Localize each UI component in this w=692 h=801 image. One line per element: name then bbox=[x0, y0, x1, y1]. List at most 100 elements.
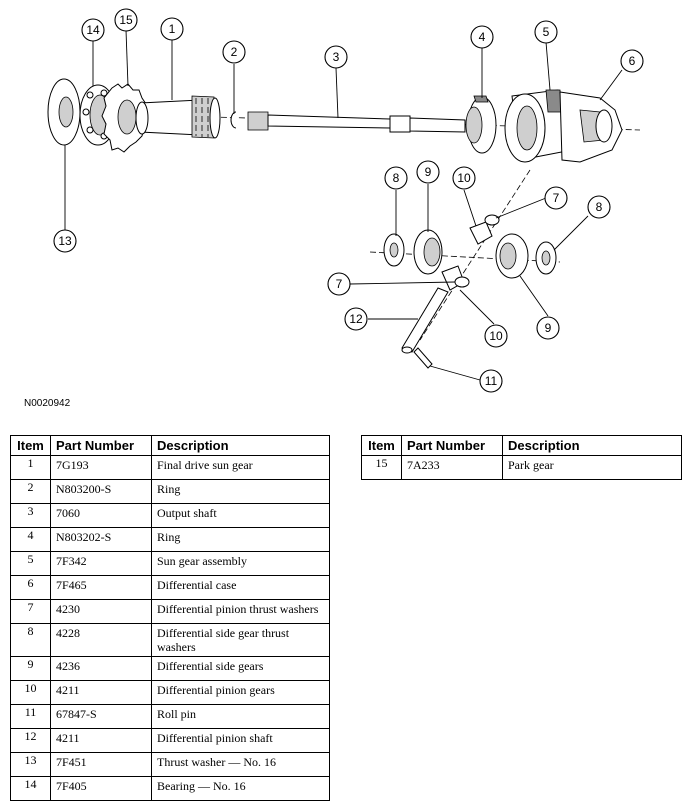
cell-part-number: 7F342 bbox=[50, 551, 152, 576]
cell-description: Ring bbox=[151, 527, 330, 552]
cell-part-number: 7F465 bbox=[50, 575, 152, 600]
header-part-number: Part Number bbox=[50, 435, 152, 456]
leader-7-upper bbox=[495, 197, 547, 219]
side-gear-left-part bbox=[413, 229, 443, 275]
header-item: Item bbox=[361, 435, 402, 456]
header-part-number: Part Number bbox=[401, 435, 503, 456]
output-shaft-part bbox=[247, 111, 466, 133]
callout-9-right: 9 bbox=[536, 316, 560, 340]
leader-10-lower bbox=[459, 289, 495, 325]
cell-item: 14 bbox=[10, 776, 51, 801]
callout-13: 13 bbox=[53, 229, 77, 253]
callout-3: 3 bbox=[324, 45, 348, 69]
callout-14: 14 bbox=[81, 18, 105, 42]
exploded-view-svg: 1 2 3 4 5 6 7 7 8 8 9 9 10 10 11 12 13 1… bbox=[47, 8, 644, 393]
callout-8-right: 8 bbox=[587, 195, 611, 219]
cell-part-number: 4230 bbox=[50, 599, 152, 624]
cell-item: 12 bbox=[10, 728, 51, 753]
table-header-row: Item Part Number Description bbox=[361, 435, 682, 456]
callout-1-label: 1 bbox=[169, 22, 176, 36]
callout-14-label: 14 bbox=[86, 23, 100, 37]
callout-10-lower: 10 bbox=[484, 324, 508, 348]
cell-part-number: 7F405 bbox=[50, 776, 152, 801]
pinion-thrust-washer-upper-part bbox=[484, 214, 500, 226]
cell-part-number: 7A233 bbox=[401, 455, 503, 480]
cell-description: Ring bbox=[151, 479, 330, 504]
leader-15 bbox=[125, 29, 129, 87]
cell-description: Thrust washer — No. 16 bbox=[151, 752, 330, 777]
cell-description: Differential side gears bbox=[151, 656, 330, 681]
callout-11-label: 11 bbox=[485, 374, 498, 388]
callout-2: 2 bbox=[222, 40, 246, 64]
callout-9-left-label: 9 bbox=[425, 165, 432, 179]
cell-item: 10 bbox=[10, 680, 51, 705]
leader-8-right bbox=[553, 215, 589, 251]
cell-item: 1 bbox=[10, 455, 51, 480]
cell-part-number: 7060 bbox=[50, 503, 152, 528]
pinion-thrust-washer-lower-part bbox=[454, 276, 470, 288]
callout-4: 4 bbox=[470, 25, 494, 49]
cell-part-number: 7F451 bbox=[50, 752, 152, 777]
leader-7-lower bbox=[349, 281, 456, 285]
callout-5: 5 bbox=[534, 20, 558, 44]
leader-11 bbox=[429, 365, 481, 381]
cell-description: Final drive sun gear bbox=[151, 455, 330, 480]
side-gear-thrust-washer-left-part bbox=[383, 233, 405, 267]
cell-description: Sun gear assembly bbox=[151, 551, 330, 576]
cell-description: Bearing — No. 16 bbox=[151, 776, 330, 801]
header-item: Item bbox=[10, 435, 51, 456]
cell-item: 13 bbox=[10, 752, 51, 777]
cell-item: 5 bbox=[10, 551, 51, 576]
callout-12-label: 12 bbox=[349, 312, 363, 326]
callout-3-label: 3 bbox=[333, 50, 340, 64]
callout-6-label: 6 bbox=[629, 54, 636, 68]
pinion-shaft-part bbox=[401, 287, 449, 354]
cell-description: Differential case bbox=[151, 575, 330, 600]
cell-description: Differential pinion thrust washers bbox=[151, 599, 330, 624]
cell-description: Differential pinion gears bbox=[151, 680, 330, 705]
table-header-row: Item Part Number Description bbox=[10, 435, 330, 456]
differential-case-part bbox=[559, 91, 623, 163]
cell-item: 6 bbox=[10, 575, 51, 600]
callout-7-lower-label: 7 bbox=[336, 277, 343, 291]
cell-description: Differential pinion shaft bbox=[151, 728, 330, 753]
exploded-view-diagram: 1 2 3 4 5 6 7 7 8 8 9 9 10 10 11 12 13 1… bbox=[0, 0, 692, 400]
callout-8-left: 8 bbox=[384, 166, 408, 190]
callout-10-upper-label: 10 bbox=[457, 171, 471, 185]
cell-item: 3 bbox=[10, 503, 51, 528]
cell-item: 15 bbox=[361, 455, 402, 480]
header-description: Description bbox=[151, 435, 330, 456]
callout-4-label: 4 bbox=[479, 30, 486, 44]
callout-13-label: 13 bbox=[58, 234, 72, 248]
cell-part-number: 4228 bbox=[50, 623, 152, 657]
leader-9-right bbox=[519, 275, 549, 317]
callout-11: 11 bbox=[479, 369, 503, 393]
park-gear-part bbox=[101, 83, 149, 153]
cell-part-number: N803202-S bbox=[50, 527, 152, 552]
cell-item: 8 bbox=[10, 623, 51, 657]
callout-12: 12 bbox=[344, 307, 368, 331]
callout-2-label: 2 bbox=[231, 45, 238, 59]
callout-6: 6 bbox=[620, 49, 644, 73]
callout-10-upper: 10 bbox=[452, 166, 476, 190]
callout-7-upper: 7 bbox=[544, 186, 568, 210]
roll-pin-part bbox=[413, 347, 433, 369]
leader-3 bbox=[335, 67, 339, 119]
callout-1: 1 bbox=[160, 17, 184, 41]
header-description: Description bbox=[502, 435, 682, 456]
side-gear-right-part bbox=[495, 233, 529, 279]
cell-part-number: 4211 bbox=[50, 680, 152, 705]
cell-description: Differential side gear thrust washers bbox=[151, 623, 330, 657]
